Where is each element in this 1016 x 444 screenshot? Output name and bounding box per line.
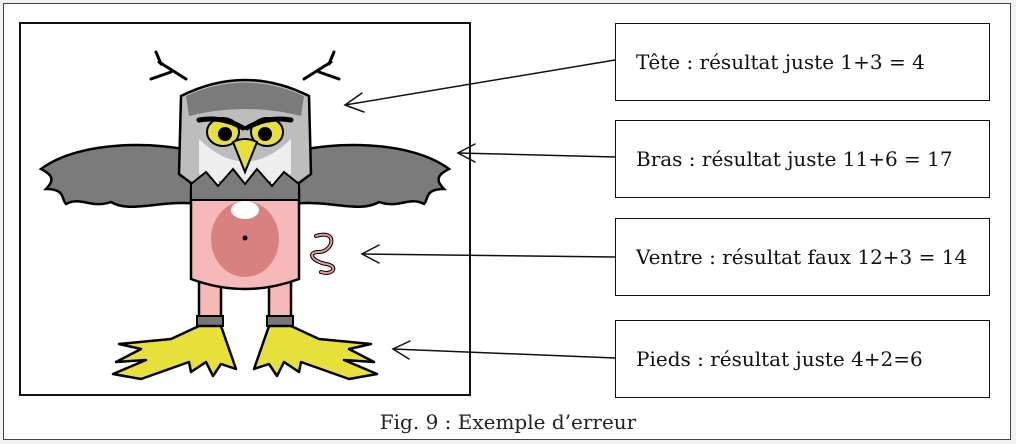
- illustration-box: [19, 22, 471, 396]
- label-tete: Tête : résultat juste 1+3 = 4: [636, 50, 925, 74]
- figure-caption: Fig. 9 : Exemple d’erreur: [0, 410, 1016, 434]
- label-ventre: Ventre : résultat faux 12+3 = 14: [636, 245, 967, 269]
- wing-left: [41, 145, 201, 207]
- ear-tuft-right: [304, 52, 339, 79]
- label-pieds: Pieds : résultat juste 4+2=6: [636, 347, 923, 371]
- label-box-tete: Tête : résultat juste 1+3 = 4: [615, 23, 990, 101]
- label-box-ventre: Ventre : résultat faux 12+3 = 14: [615, 218, 990, 296]
- claws-left: [113, 326, 236, 379]
- label-bras: Bras : résultat juste 11+6 = 17: [636, 147, 953, 171]
- label-box-pieds: Pieds : résultat juste 4+2=6: [615, 320, 990, 398]
- claws-right: [254, 326, 377, 379]
- wing-right: [289, 145, 449, 207]
- tail-curl: [312, 235, 333, 273]
- owl-illustration: [21, 24, 469, 394]
- label-box-bras: Bras : résultat juste 11+6 = 17: [615, 120, 990, 198]
- ear-tuft-left: [151, 52, 186, 79]
